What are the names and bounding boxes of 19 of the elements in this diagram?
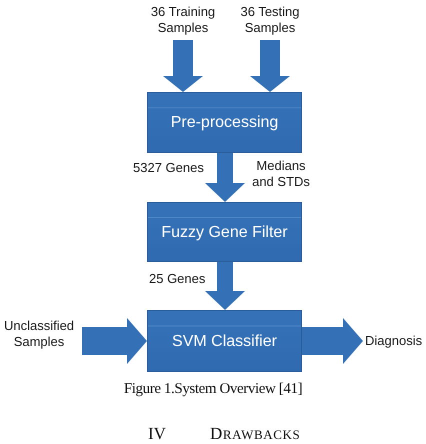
section-heading: DRAWBACKS [210,425,300,443]
input-label: 36 Testing Samples [228,4,312,36]
process-label: SVM Classifier [172,332,277,350]
section-number: IV [148,425,166,442]
annotation-label: Medians and STDs [251,158,311,190]
output-label: Diagnosis [365,333,426,349]
process-box [147,92,302,153]
process-box [147,310,302,372]
block-arrow [302,318,363,364]
input-label: 36 Training Samples [141,4,225,36]
block-arrow [163,40,203,92]
figure-caption: Figure 1.System Overview [41] [122,380,304,398]
block-arrow [82,318,147,364]
process-label: Fuzzy Gene Filter [161,222,288,242]
block-arrow [205,262,245,310]
process-label: Pre-processing [170,113,278,132]
block-arrow [250,40,290,92]
input-label: Unclassified Samples [0,318,78,350]
process-box [147,202,302,262]
